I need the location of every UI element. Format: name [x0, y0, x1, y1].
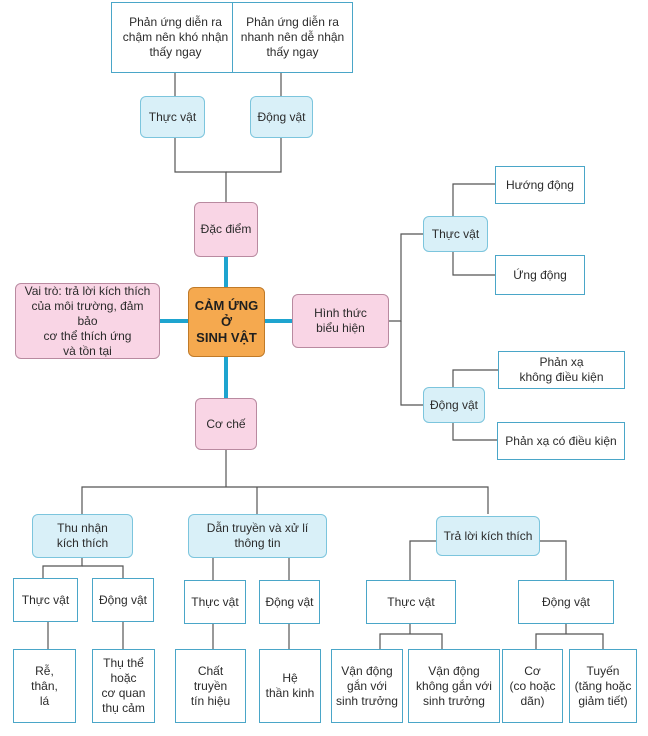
transmit-plant-detail: Chất truyền tín hiệu: [175, 649, 246, 723]
respond-stimulus-node: Trả lời kích thích: [436, 516, 540, 556]
plant-to-tropism-connector: [452, 183, 495, 216]
nastic-node: Ứng động: [495, 255, 585, 295]
tropism-node: Hướng động: [495, 166, 585, 204]
respond-animal-node: Động vật: [518, 580, 614, 624]
receive-animal-node: Động vật: [92, 578, 154, 622]
animal-to-unconditioned-connector: [452, 369, 498, 387]
respond-to-plant-connector: [409, 540, 436, 580]
respond-plant-to-details-connector: [379, 633, 443, 649]
features-to-animal-connector: [226, 138, 282, 173]
transmit-animal-detail: Hệ thần kinh: [259, 649, 321, 723]
growth-movement-node: Vận động gắn với sinh trưởng: [331, 649, 403, 723]
animal-to-conditioned-connector: [452, 423, 497, 441]
features-to-plant-connector: [174, 138, 227, 202]
features-plant-node: Thực vật: [140, 96, 205, 138]
receive-stimulus-node: Thu nhận kích thích: [32, 514, 133, 558]
forms-plant-node: Thực vật: [423, 216, 488, 252]
forms-node: Hình thức biểu hiện: [292, 294, 389, 348]
mechanism-node: Cơ chế: [195, 398, 257, 450]
transmit-animal-node: Động vật: [259, 580, 320, 624]
role-node: Vai trò: trả lời kích thích của môi trườ…: [15, 283, 160, 359]
conditioned-reflex-node: Phản xạ có điều kiện: [497, 422, 625, 460]
plant-feature-description: Phản ứng diễn ra chậm nên khó nhận thấy …: [111, 2, 240, 73]
respond-animal-to-details-connector: [535, 633, 604, 649]
features-node: Đặc điểm: [194, 202, 258, 257]
forms-to-animal-connector: [400, 321, 423, 406]
receive-plant-detail: Rễ, thân, lá: [13, 649, 76, 723]
unconditioned-reflex-node: Phản xạ không điều kiện: [498, 351, 625, 389]
central-topic: CẢM ỨNG Ở SINH VẬT: [188, 287, 265, 357]
gland-node: Tuyến (tăng hoặc giảm tiết): [569, 649, 637, 723]
transmit-plant-node: Thực vật: [184, 580, 246, 624]
features-animal-node: Động vật: [250, 96, 313, 138]
muscle-node: Cơ (co hoặc dãn): [502, 649, 563, 723]
plant-to-nastic-connector: [452, 252, 495, 276]
respond-plant-node: Thực vật: [366, 580, 456, 624]
mechanism-branch-connector: [81, 486, 489, 514]
receive-to-plant-connector: [42, 558, 83, 578]
receive-to-animal-connector: [82, 565, 124, 578]
forms-to-plant-connector: [389, 233, 423, 322]
animal-feature-description: Phản ứng diễn ra nhanh nên dễ nhận thấy …: [232, 2, 353, 73]
forms-animal-node: Động vật: [423, 387, 485, 423]
receive-plant-node: Thực vật: [13, 578, 78, 622]
receive-animal-detail: Thụ thể hoặc cơ quan thụ cảm: [92, 649, 155, 723]
respond-to-animal-connector: [540, 540, 567, 580]
non-growth-movement-node: Vận động không gắn với sinh trưởng: [408, 649, 500, 723]
transmit-process-node: Dẫn truyền và xử lí thông tin: [188, 514, 327, 558]
